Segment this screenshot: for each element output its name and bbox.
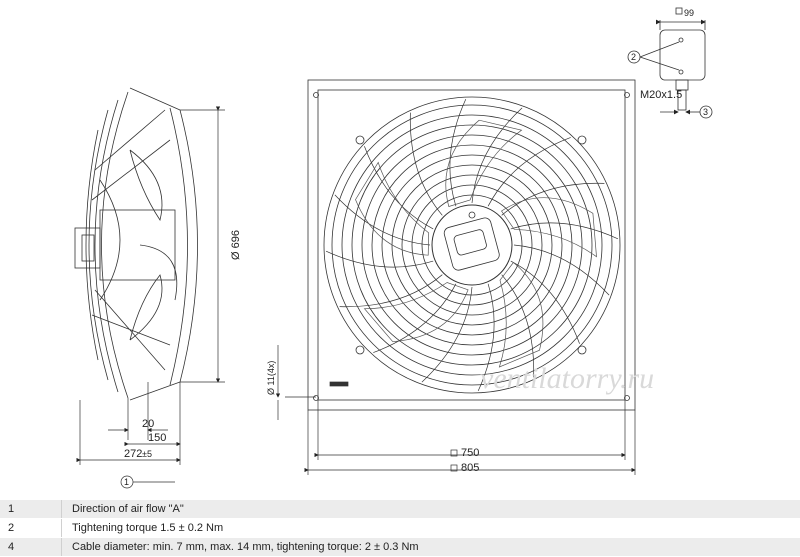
guard-spoke: [334, 194, 431, 246]
guard-spoke: [364, 146, 434, 230]
guard-spoke: [513, 244, 610, 296]
note-row: 2 Tightening torque 1.5 ± 0.2 Nm: [0, 519, 800, 537]
fan-blade: [445, 119, 523, 207]
front-view: [307, 79, 636, 411]
guard-spoke: [501, 274, 535, 378]
dim-272: 272 ±5: [124, 448, 152, 460]
side-view: [74, 87, 198, 401]
guard-spoke: [421, 286, 473, 383]
dim-750: 750: [461, 447, 479, 459]
note-row: 1 Direction of air flow "A": [0, 500, 800, 518]
callout-3: 3: [703, 107, 708, 117]
dim-805: 805: [461, 462, 479, 474]
dim-diameter: Ø 696: [230, 230, 242, 260]
guard-spoke: [325, 250, 434, 268]
guard-spoke: [487, 137, 571, 207]
technical-drawing: Ø 696 20 150 272 ±5 1: [74, 7, 713, 489]
svg-text:272: 272: [124, 448, 142, 460]
note-row: 4 Cable diameter: min. 7 mm, max. 14 mm,…: [0, 538, 800, 556]
fan-blade: [355, 161, 430, 256]
fan-blade: [363, 282, 469, 343]
fan-blades: [355, 119, 597, 368]
note-number: 1: [0, 500, 62, 518]
note-text: Direction of air flow "A": [72, 503, 184, 515]
guard-spoke: [373, 283, 457, 353]
svg-text:±5: ±5: [142, 449, 152, 459]
note-number: 4: [0, 538, 62, 556]
guard-spokes: [325, 98, 619, 392]
dim-20: 20: [142, 418, 154, 430]
dim-150: 150: [148, 432, 166, 444]
note-text: Tightening torque 1.5 ± 0.2 Nm: [72, 522, 224, 534]
terminal-box-detail: [627, 7, 713, 119]
fan-blade: [501, 197, 597, 258]
guard-spoke: [501, 182, 605, 216]
guard-spoke: [449, 98, 467, 207]
guard-spoke: [510, 222, 619, 240]
guard-spoke: [409, 112, 443, 216]
guard-spoke: [477, 283, 495, 392]
guard-spoke: [339, 274, 443, 308]
front-dimensions: [275, 345, 636, 475]
watermark: ventilatorry.ru: [480, 362, 654, 395]
notes-table: 1 Direction of air flow "A" 2 Tightening…: [0, 500, 800, 557]
note-text: Cable diameter: min. 7 mm, max. 14 mm, t…: [72, 541, 419, 553]
note-number: 2: [0, 519, 62, 537]
dim-thread: M20x1.5: [640, 89, 682, 101]
side-dimensions: [76, 106, 225, 489]
dim-hole: Ø 11(4x): [266, 361, 276, 395]
callout-2: 2: [631, 52, 636, 62]
guard-spoke: [510, 260, 580, 344]
callout-1: 1: [124, 477, 129, 487]
fan-blade: [498, 261, 544, 368]
dim-box-99: 99: [684, 8, 694, 18]
